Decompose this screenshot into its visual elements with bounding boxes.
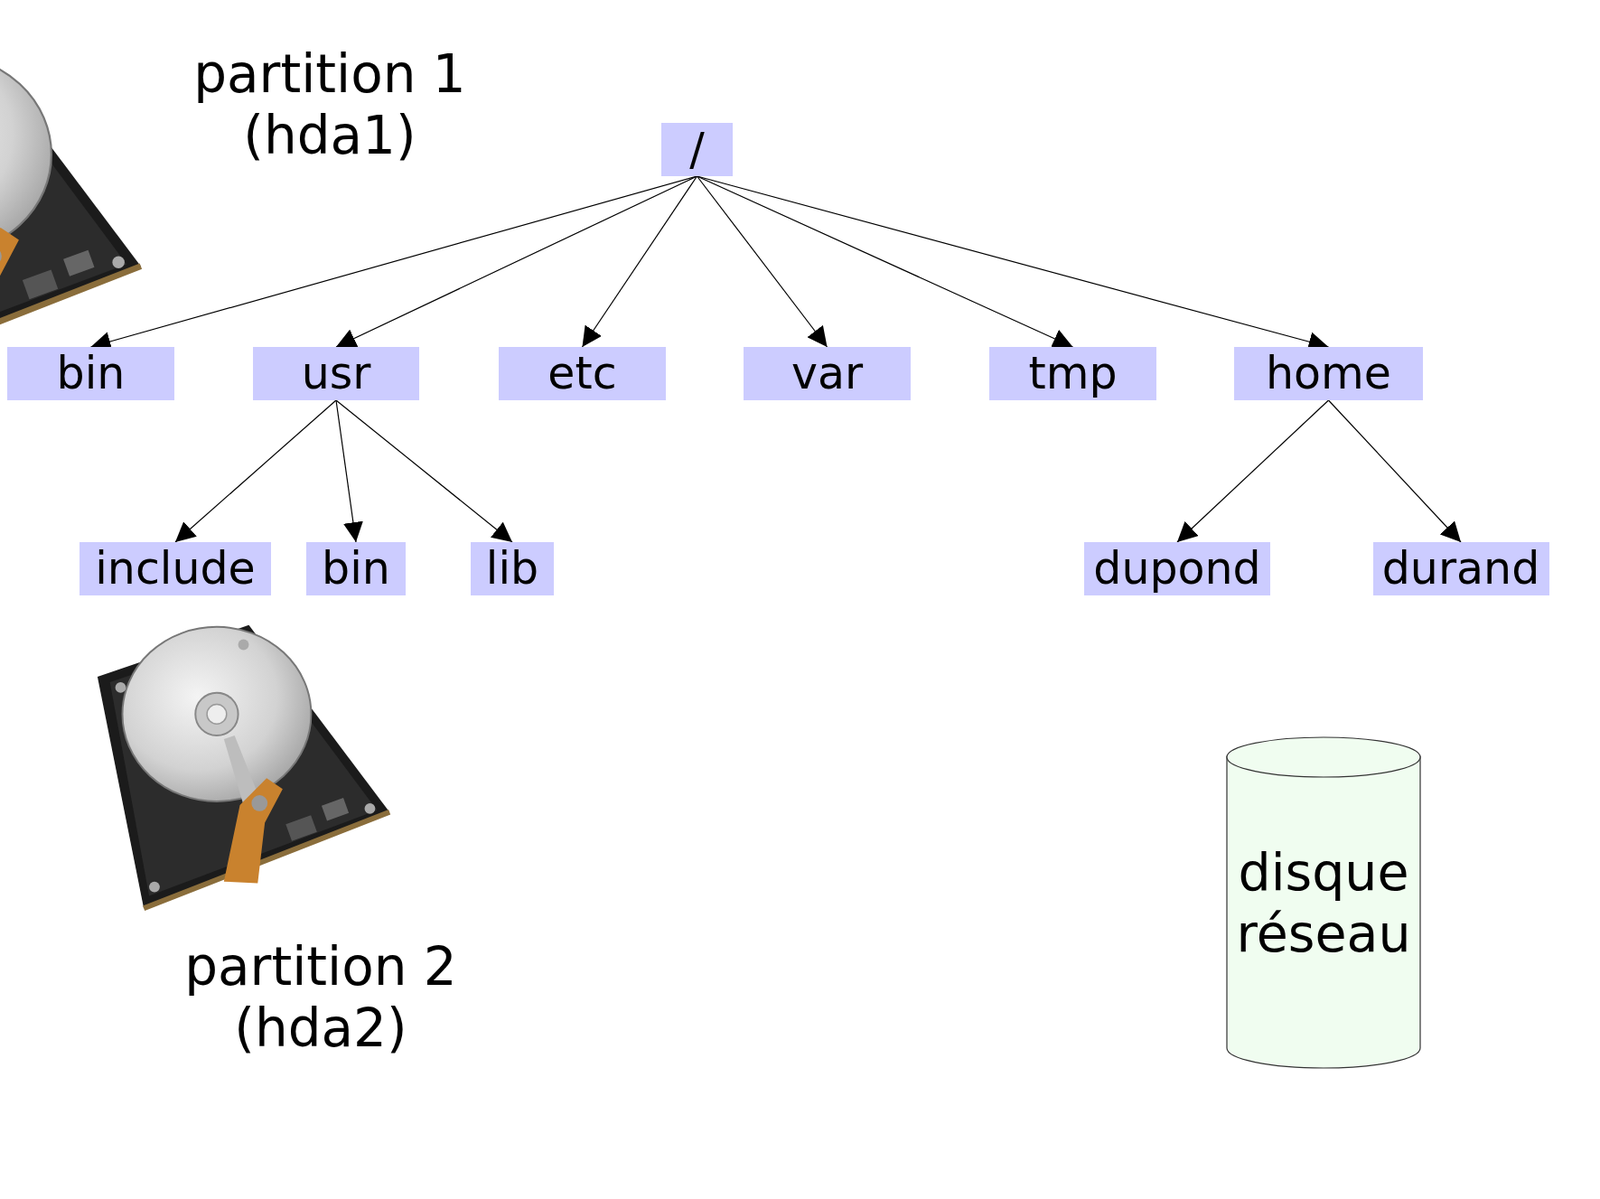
directory-name: lib (486, 546, 539, 591)
directory-box: bin (7, 346, 175, 401)
directory-box: durand (1373, 542, 1550, 596)
tree-arrow (582, 176, 698, 347)
directory-box: usr (252, 346, 420, 401)
directory-box: home (1234, 346, 1423, 401)
directory-box: tmp (989, 346, 1157, 401)
directory-name: usr (301, 351, 372, 396)
directory-name: / (689, 127, 705, 172)
partition-label: partition 2 (hda2) (149, 935, 493, 1060)
tree-arrow (1177, 400, 1329, 543)
network-region-outline (1048, 296, 1595, 1198)
cylinder-outline (1225, 736, 1422, 1069)
tree-arrow (697, 176, 828, 347)
directory-box: lib (470, 542, 554, 596)
directory-name: durand (1382, 546, 1541, 591)
directory-name: include (94, 546, 256, 591)
directory-box: include (79, 542, 272, 596)
directory-name: bin (321, 546, 391, 591)
directory-box: etc (498, 346, 666, 401)
tree-arrow (697, 176, 1074, 347)
disk-label: disque réseau (1228, 841, 1419, 965)
directory-box: var (743, 346, 911, 401)
tree-arrow (175, 400, 337, 543)
hard-disk-image (0, 40, 150, 392)
tree-arrow (336, 176, 698, 347)
hard-disk-image (90, 614, 398, 922)
directory-name: home (1265, 351, 1392, 396)
directory-name: etc (547, 351, 617, 396)
disk-picture-clipped (0, 40, 150, 392)
directory-box: / (661, 122, 733, 177)
directory-box: dupond (1084, 542, 1271, 596)
network-disk-cylinder: disque réseau (1225, 736, 1422, 1069)
directory-name: var (791, 351, 863, 396)
tree-arrow (91, 176, 698, 347)
tree-arrow (336, 400, 356, 543)
directory-box: bin (306, 542, 406, 596)
directory-name: dupond (1093, 546, 1261, 591)
tree-arrow (336, 400, 513, 543)
partition-region: partition 1 (hda1) / bin usr etc var tmp home (0, 0, 1451, 457)
directory-name: tmp (1028, 351, 1117, 396)
tree-arrow (1328, 400, 1462, 543)
directory-name: bin (56, 351, 126, 396)
partition-label: partition 1 (hda1) (158, 43, 502, 168)
tree-arrow (697, 176, 1329, 347)
